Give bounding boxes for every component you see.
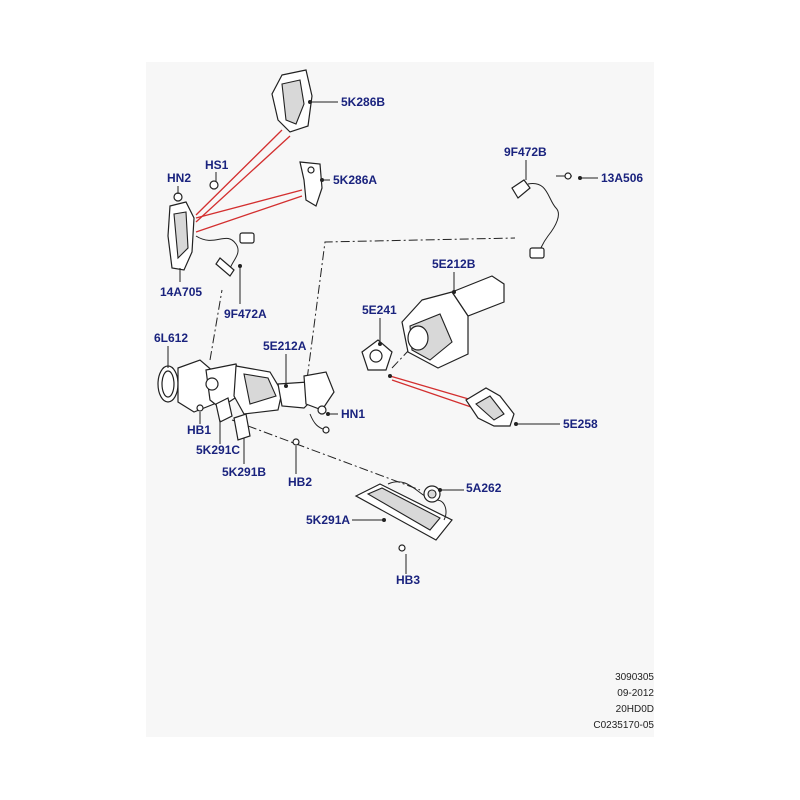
heat-shield-5e258 [465, 387, 515, 427]
gasket-6l612 [157, 365, 179, 403]
label-5a262: 5A262 [466, 481, 502, 495]
label-5e212b: 5E212B [432, 257, 476, 271]
label-14a705: 14A705 [160, 285, 202, 299]
bracket-5k291a [354, 481, 453, 552]
pipe-hn1 [309, 413, 330, 434]
bracket-5k286a [299, 161, 323, 207]
diagram-reference-block: 3090305 09-2012 20HD0D C0235170-05 [548, 670, 654, 734]
label-5k291b: 5K291B [222, 465, 266, 479]
heat-shield-5k286b [271, 69, 313, 133]
label-leaders [167, 100, 598, 574]
reference-date: 09-2012 [617, 688, 654, 699]
label-5e241: 5E241 [362, 303, 397, 317]
label-6l612: 6L612 [154, 331, 188, 345]
reference-code: 20HD0D [615, 704, 654, 715]
oxygen-sensor-9f472a [195, 232, 255, 277]
label-hn1: HN1 [341, 407, 365, 421]
part-labels: 5K286B HS1 HN2 5K286A 14A705 9F472A 9F47… [154, 95, 643, 587]
label-hb3: HB3 [396, 573, 420, 587]
label-5e258: 5E258 [563, 417, 598, 431]
label-5k286b: 5K286B [341, 95, 385, 109]
label-hb1: HB1 [187, 423, 211, 437]
particulate-filter-5e212b [401, 275, 505, 369]
label-5k286a: 5K286A [333, 173, 377, 187]
label-13a506: 13A506 [601, 171, 643, 185]
assembly-lines [209, 237, 516, 491]
catalytic-converter-5e212a [177, 359, 335, 415]
label-hn2: HN2 [167, 171, 191, 185]
label-5k291a: 5K291A [306, 513, 350, 527]
label-5k291c: 5K291C [196, 443, 240, 457]
label-5e212a: 5E212A [263, 339, 307, 353]
label-hb2: HB2 [288, 475, 312, 489]
bracket-14a705 [167, 180, 219, 271]
reference-number: 3090305 [615, 672, 654, 683]
red-pointer-lines [195, 129, 475, 409]
label-9f472b: 9F472B [504, 145, 547, 159]
oxygen-sensor-9f472b [511, 172, 572, 259]
label-hs1: HS1 [205, 158, 229, 172]
reference-id: C0235170-05 [593, 720, 654, 731]
gasket-5e241 [361, 339, 393, 378]
label-9f472a: 9F472A [224, 307, 267, 321]
bracket-bolts-lower [196, 397, 300, 446]
